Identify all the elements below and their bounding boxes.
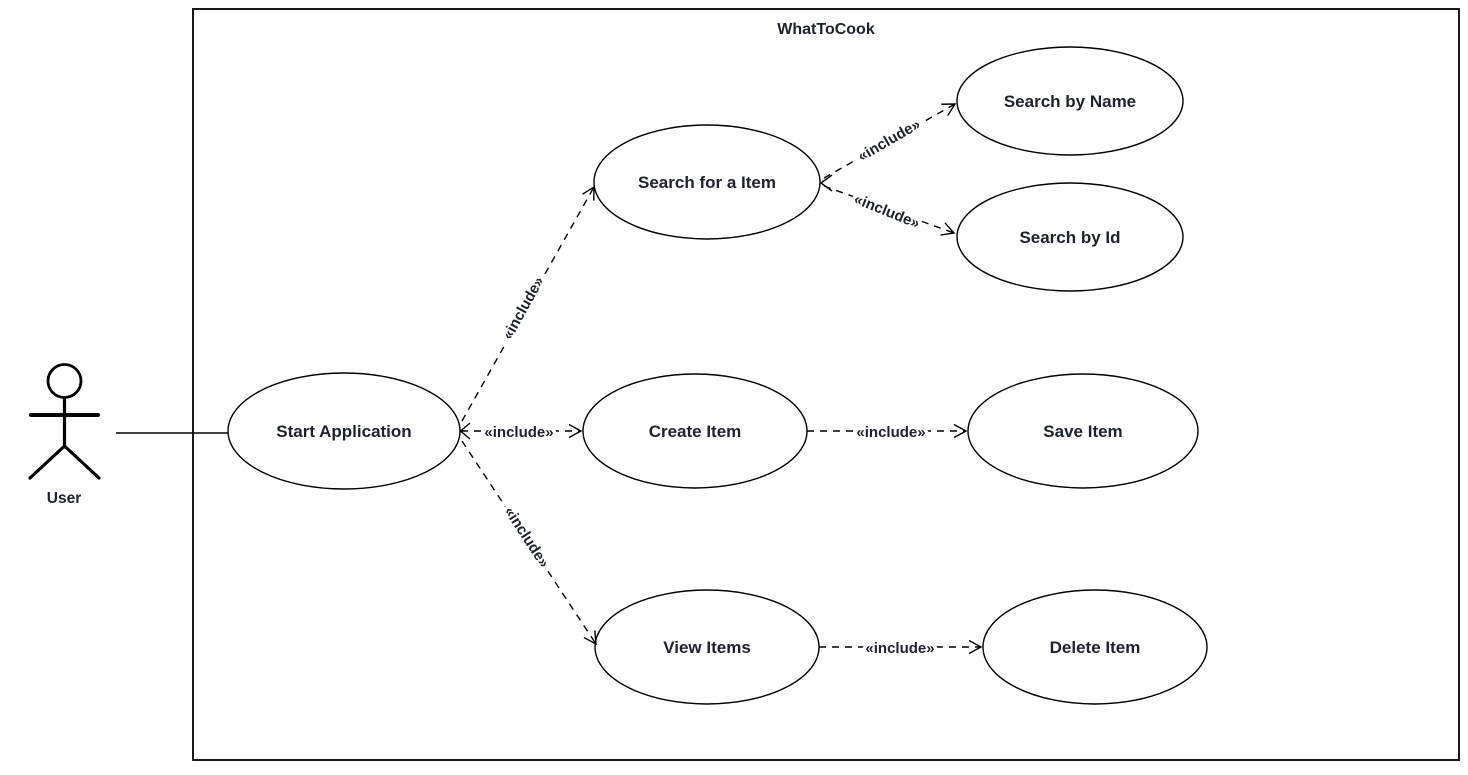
include-edge-label: «include» [855, 116, 923, 165]
usecase-create-item: Create Item [582, 373, 808, 489]
usecase-search-by-name: Search by Name [956, 46, 1184, 156]
include-edge-line [461, 440, 597, 646]
usecase-search-for-a-item: Search for a Item [593, 124, 821, 240]
reverse-arrowhead-icon [459, 422, 471, 440]
system-title: WhatToCook [777, 21, 875, 38]
usecase-ellipse [967, 373, 1199, 489]
include-edge-search-for-a-item-to-search-by-name: «include» [819, 103, 957, 192]
include-edge-view-items-to-delete-item: «include» [819, 637, 983, 661]
usecase-label: Delete Item [1050, 638, 1141, 657]
include-edge-start-application-to-search-for-a-item: «include» [461, 185, 595, 422]
include-edge-label: «include» [484, 424, 553, 441]
usecase-label: Search by Name [1004, 92, 1136, 111]
usecase-ellipse [593, 124, 821, 240]
usecase-label: Search by Id [1019, 228, 1120, 247]
reverse-arrowhead-icon [819, 174, 833, 192]
include-edge-label: «include» [852, 191, 923, 233]
usecase-start-application: Start Application [227, 372, 461, 490]
usecase-ellipse [956, 182, 1184, 292]
usecase-label: Create Item [649, 422, 742, 441]
usecase-save-item: Save Item [967, 373, 1199, 489]
user-actor: User [28, 363, 101, 507]
usecase-view-items: View Items [594, 589, 820, 705]
system-boundary [192, 8, 1460, 761]
include-edge-create-item-to-save-item: «include» [807, 421, 968, 445]
include-edge-line [461, 185, 595, 422]
include-edge-line [823, 185, 956, 236]
usecase-ellipse [982, 589, 1208, 705]
include-edge-start-application-to-create-item: «include» [459, 421, 583, 445]
include-edge-label: «include» [865, 640, 934, 657]
include-edge-label: «include» [856, 424, 925, 441]
usecase-search-by-id: Search by Id [956, 182, 1184, 292]
usecase-label: Start Application [276, 422, 411, 441]
actor-head-icon [46, 363, 83, 399]
usecase-label: View Items [663, 638, 751, 657]
include-edge-label: «include» [501, 504, 553, 571]
include-edge-label: «include» [499, 274, 547, 343]
include-edge-search-for-a-item-to-search-by-id: «include» [823, 185, 956, 236]
actor-left-leg-icon [28, 444, 67, 480]
usecase-delete-item: Delete Item [982, 589, 1208, 705]
actor-right-leg-icon [62, 444, 101, 480]
usecase-label: Search for a Item [638, 173, 776, 192]
actor-label: User [47, 490, 81, 507]
usecase-ellipse [956, 46, 1184, 156]
usecase-label: Save Item [1043, 422, 1122, 441]
include-edge-start-application-to-view-items: «include» [461, 440, 597, 646]
